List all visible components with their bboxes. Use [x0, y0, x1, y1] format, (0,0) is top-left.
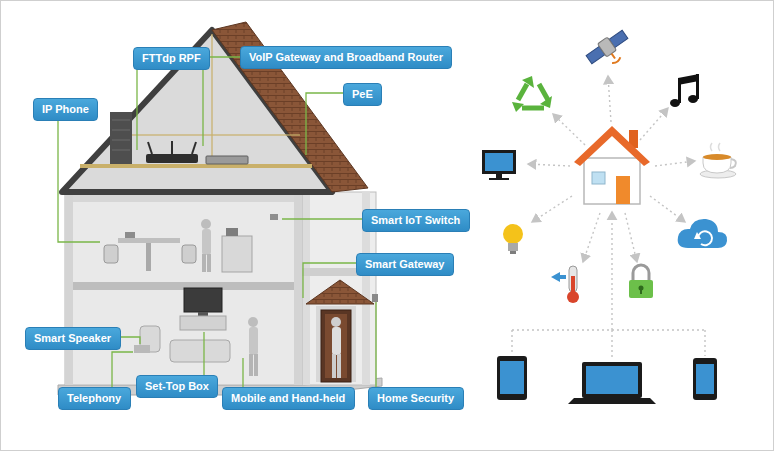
bulb-icon: [503, 224, 523, 254]
callout-label: Home Security: [377, 392, 454, 404]
callout-label: PeE: [352, 88, 373, 100]
callout-box: Mobile and Hand-held: [222, 387, 355, 410]
callout-box: Smart IoT Switch: [362, 209, 470, 232]
callout-label: VoIP Gateway and Broadband Router: [249, 51, 443, 63]
tv-icon: [482, 150, 516, 180]
callout-label: Set-Top Box: [145, 380, 209, 392]
lock-icon: [629, 265, 653, 298]
callout-label: Smart Speaker: [34, 332, 111, 344]
callout-box: FTTdp RPF: [133, 47, 210, 70]
callout-box: Home Security: [368, 387, 464, 410]
laptop-icon: [568, 362, 656, 404]
hub-arrows: [512, 76, 706, 360]
recycle-icon: [512, 76, 552, 112]
tablet-icon: [497, 356, 527, 400]
callout-label: Telephony: [67, 392, 121, 404]
callout-box: Smart Gateway: [356, 253, 454, 276]
callout-box: Set-Top Box: [136, 375, 218, 398]
callout-box: Smart Speaker: [25, 327, 121, 350]
callout-box: Telephony: [58, 387, 131, 410]
callout-label: FTTdp RPF: [142, 52, 201, 64]
callout-box: VoIP Gateway and Broadband Router: [240, 46, 452, 69]
coffee-icon: [700, 143, 736, 178]
music-icon: [670, 74, 699, 107]
home-icon: [574, 126, 650, 204]
callout-label: Smart IoT Switch: [371, 214, 460, 226]
callout-label: Mobile and Hand-held: [231, 392, 345, 404]
satellite-icon: [584, 28, 635, 75]
cloud-icon: [678, 219, 727, 248]
thermometer-icon: [551, 266, 579, 303]
callout-label: Smart Gateway: [365, 258, 444, 270]
callout-label: IP Phone: [42, 103, 89, 115]
callout-box: IP Phone: [33, 98, 98, 121]
phone-icon: [693, 358, 717, 400]
callout-box: PeE: [343, 83, 382, 106]
